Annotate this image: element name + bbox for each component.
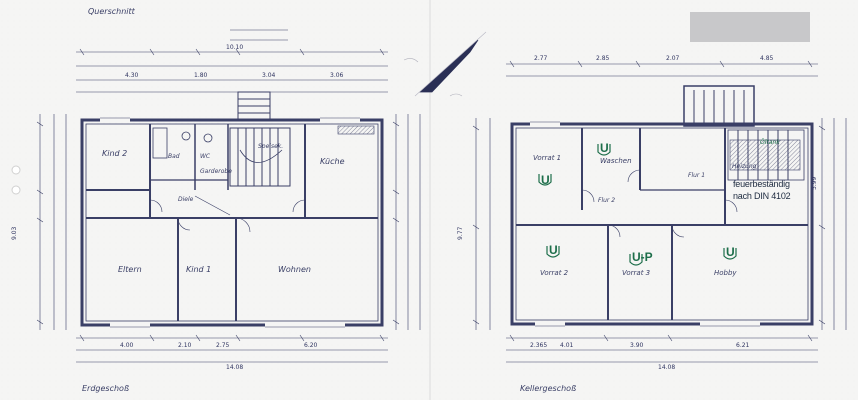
- room-eltern: Eltern: [118, 265, 142, 274]
- room-bad: Bad: [168, 153, 180, 160]
- dim-gf-bottom-2: 2.10: [178, 342, 192, 349]
- dim-kg-top-1: 2.77: [534, 55, 548, 62]
- room-garderobe: Garderobe: [200, 168, 232, 175]
- dim-kg-bottom-total: 14.08: [658, 364, 676, 371]
- dim-gf-top-total: 10.10: [226, 44, 244, 51]
- room-kind1: Kind 1: [186, 265, 212, 274]
- room-wc: WC: [200, 153, 211, 160]
- fire-rating-line2: nach DIN 4102: [733, 191, 791, 201]
- room-wohnen: Wohnen: [278, 265, 311, 274]
- dim-gf-bottom-4: 6.20: [304, 342, 318, 349]
- stamp-u-hobby: U: [726, 245, 735, 259]
- room-flur1: Flur 1: [688, 172, 706, 179]
- north-arrow: [403, 31, 487, 97]
- dim-gf-top-4: 3.06: [330, 72, 344, 79]
- room-waschen: Waschen: [600, 157, 632, 165]
- dim-kg-bottom-4: 6.21: [736, 342, 750, 349]
- room-vorrat3: Vorrat 3: [622, 269, 651, 277]
- dim-gf-top-2: 1.80: [194, 72, 208, 79]
- basement-dimension-lines: [472, 60, 847, 363]
- heading-basement: Kellergeschoß: [520, 384, 577, 393]
- stamp-u-waschen: U: [600, 141, 609, 155]
- heading-cross-section: Querschnitt: [88, 7, 135, 16]
- dim-kg-bottom-1: 2.365: [530, 342, 548, 349]
- dim-gf-bottom-3: 2.75: [216, 342, 230, 349]
- compliance-stamps: [538, 144, 737, 266]
- dim-gf-bottom-total: 14.08: [226, 364, 244, 371]
- dim-kg-right-total: 5.99: [811, 176, 818, 190]
- room-vorrat2: Vorrat 2: [540, 269, 569, 277]
- redacted-area: [690, 12, 810, 42]
- room-hobby: Hobby: [714, 269, 737, 277]
- stamp-u-p-vorrat3: U-P: [632, 250, 653, 264]
- basement-plan: [510, 85, 814, 327]
- room-oeltank: Öltank: [760, 139, 780, 146]
- room-heizung: Heizung: [732, 163, 757, 170]
- fire-rating-stamp: feuerbeständig nach DIN 4102: [733, 177, 807, 202]
- dim-gf-bottom-1: 4.00: [120, 342, 134, 349]
- room-diele: Diele: [178, 196, 194, 203]
- dim-kg-top-3: 2.07: [666, 55, 680, 62]
- stamp-u-vorrat2: U: [549, 243, 558, 257]
- dim-kg-top-4: 4.85: [760, 55, 774, 62]
- room-kind2: Kind 2: [102, 149, 128, 158]
- room-flur2: Flur 2: [598, 197, 616, 204]
- room-speisekammer: Speisek.: [258, 143, 284, 150]
- dim-kg-bottom-2: 4.01: [560, 342, 574, 349]
- dim-kg-top-2: 2.85: [596, 55, 610, 62]
- ground-floor-plan: [80, 91, 384, 328]
- fire-rating-line1: feuerbeständig: [733, 179, 790, 189]
- dim-kg-left-total: 9.77: [457, 226, 464, 240]
- room-kueche: Küche: [320, 157, 345, 166]
- dim-gf-left-total: 9.03: [11, 226, 18, 240]
- stamp-u-vorrat1: U: [541, 173, 550, 187]
- ground-floor-dimension-lines: [36, 29, 421, 363]
- room-vorrat1: Vorrat 1: [533, 154, 562, 162]
- dim-kg-bottom-3: 3.90: [630, 342, 644, 349]
- dim-gf-top-1: 4.30: [125, 72, 139, 79]
- dim-gf-top-3: 3.04: [262, 72, 276, 79]
- heading-ground-floor: Erdgeschoß: [82, 384, 129, 393]
